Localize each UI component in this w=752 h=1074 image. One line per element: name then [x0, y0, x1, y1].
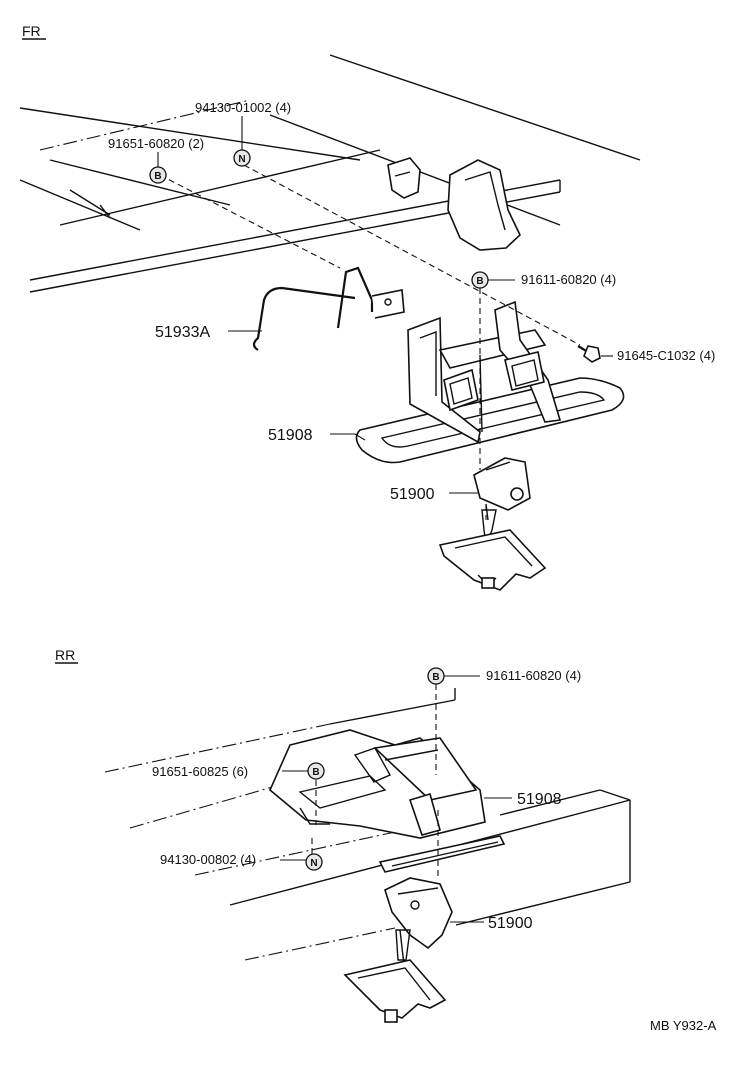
part-51908-rear-carrier	[269, 729, 486, 839]
section-label-front: FR	[22, 23, 41, 39]
part-91645-bolt	[577, 345, 601, 363]
rear-dashed-lines	[311, 684, 439, 880]
n-badge-rear: N	[305, 853, 323, 871]
svg-text:N: N	[238, 154, 245, 165]
label-51900-rear: 51900	[488, 915, 533, 932]
part-rear-rail-strip	[378, 835, 506, 873]
front-frame-bracket	[387, 157, 521, 251]
front-frame-rails	[19, 54, 641, 293]
section-label-rear: RR	[55, 647, 75, 663]
front-dashed-lines	[159, 164, 581, 520]
svg-text:B: B	[432, 672, 439, 683]
svg-text:B: B	[476, 276, 483, 287]
part-51933a-rod	[252, 266, 405, 351]
part-51900-rear-winch	[343, 877, 453, 1023]
front-section: FR	[19, 23, 715, 591]
rear-leader-lines	[280, 675, 512, 923]
b-badge-rear-top: B	[427, 667, 445, 685]
figure-code: MB Y932-A	[650, 1018, 717, 1033]
part-51908-carrier	[355, 300, 625, 464]
label-51933a: 51933A	[155, 324, 210, 341]
label-91611-60820-front: 91611-60820 (4)	[521, 272, 616, 287]
label-91651-60825: 91651-60825 (6)	[152, 764, 248, 779]
b-badge-front-right: B	[471, 271, 489, 289]
label-94130-01002: 94130-01002 (4)	[195, 100, 291, 115]
b-badge-front-left: B	[149, 166, 167, 184]
label-91651-60820: 91651-60820 (2)	[108, 136, 204, 151]
n-badge-front: N	[233, 149, 251, 167]
svg-text:B: B	[154, 171, 161, 182]
part-51900-winch	[438, 457, 547, 591]
b-badge-rear-left: B	[307, 762, 325, 780]
rear-section: RR	[55, 647, 631, 1023]
label-51900-front: 51900	[390, 486, 435, 503]
svg-text:N: N	[310, 858, 317, 869]
label-94130-00802: 94130-00802 (4)	[160, 852, 256, 867]
svg-text:B: B	[312, 767, 319, 778]
label-91645-c1032: 91645-C1032 (4)	[617, 348, 715, 363]
label-91611-60820-rear: 91611-60820 (4)	[486, 668, 581, 683]
label-51908-front: 51908	[268, 427, 313, 444]
label-51908-rear: 51908	[517, 791, 562, 808]
front-leader-lines	[157, 116, 613, 494]
